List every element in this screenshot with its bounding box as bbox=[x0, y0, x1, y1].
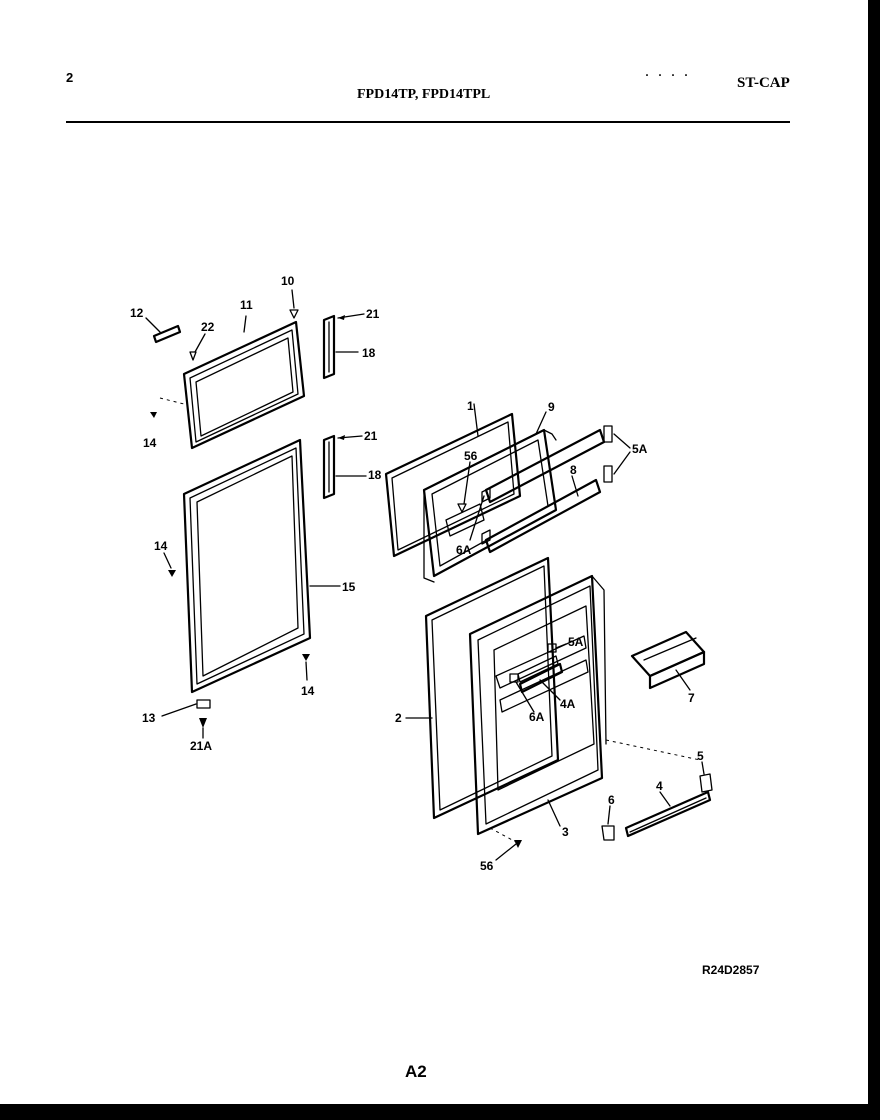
callout-4: 4 bbox=[656, 779, 663, 793]
callout-11: 11 bbox=[240, 298, 253, 312]
callout-14-c: 14 bbox=[301, 684, 315, 698]
callout-6A-upper: 6A bbox=[456, 543, 472, 557]
model-title: FPD14TP, FPD14TPL bbox=[357, 87, 491, 102]
exploded-door-diagram: 12 22 11 10 21 18 21 18 14 14 15 14 13 2… bbox=[130, 274, 713, 873]
callout-5: 5 bbox=[697, 749, 704, 763]
callout-2: 2 bbox=[395, 711, 402, 725]
part-10-screw bbox=[289, 289, 299, 319]
part-5-endcap bbox=[699, 761, 713, 793]
part-15-fresh-food-door bbox=[159, 397, 341, 694]
part-5A-endcaps bbox=[603, 425, 631, 483]
callout-9: 9 bbox=[548, 400, 555, 414]
callout-4A: 4A bbox=[560, 697, 576, 711]
callout-22: 22 bbox=[201, 320, 215, 334]
header-dots: · · · · bbox=[645, 68, 692, 82]
callout-21-lower: 21 bbox=[364, 429, 378, 443]
part-13-hinge bbox=[161, 699, 211, 739]
part-6-endcap bbox=[601, 805, 615, 841]
part-22-screw bbox=[189, 333, 206, 361]
callout-6: 6 bbox=[608, 793, 615, 807]
part-1-freezer-gasket bbox=[384, 403, 522, 558]
callout-3: 3 bbox=[562, 825, 569, 839]
part-2-fresh-food-gasket bbox=[405, 556, 560, 820]
callout-1: 1 bbox=[467, 399, 474, 413]
page-code: A2 bbox=[405, 1062, 427, 1081]
callout-13: 13 bbox=[142, 711, 156, 725]
callout-21-upper: 21 bbox=[366, 307, 380, 321]
callout-14-a: 14 bbox=[143, 436, 157, 450]
part-12-trim bbox=[145, 317, 182, 344]
callout-21A: 21A bbox=[190, 739, 212, 753]
part-4-door-rail bbox=[624, 790, 712, 838]
header-rule bbox=[66, 121, 790, 123]
callout-6A-lower: 6A bbox=[529, 710, 545, 724]
part-18-handle-upper bbox=[322, 313, 365, 380]
callout-56-upper: 56 bbox=[464, 449, 478, 463]
part-56-screw-lower bbox=[489, 827, 522, 861]
page-number: 2 bbox=[66, 70, 74, 85]
callout-8-upper: 8 bbox=[570, 463, 577, 477]
callout-5A-lower: 5A bbox=[568, 635, 584, 649]
callout-15: 15 bbox=[342, 580, 356, 594]
part-11-freezer-door bbox=[182, 315, 306, 450]
callout-10: 10 bbox=[281, 274, 295, 288]
part-14-screws bbox=[150, 412, 310, 681]
part-3-fresh-food-liner bbox=[468, 574, 701, 836]
callout-7: 7 bbox=[688, 691, 695, 705]
callout-18-upper: 18 bbox=[362, 346, 376, 360]
callout-56-lower: 56 bbox=[480, 859, 494, 873]
callout-18-lower: 18 bbox=[368, 468, 382, 482]
callout-5A-upper: 5A bbox=[632, 442, 648, 456]
parts-diagram-sheet: 2 FPD14TP, FPD14TPL · · · · ST-CAP bbox=[0, 0, 868, 1104]
section-code: ST-CAP bbox=[737, 75, 790, 91]
callout-14-b: 14 bbox=[154, 539, 168, 553]
part-18-handle-lower bbox=[322, 434, 367, 500]
part-7-dairy-door bbox=[630, 630, 706, 691]
drawing-number: R24D2857 bbox=[702, 963, 760, 977]
callout-12: 12 bbox=[130, 306, 144, 320]
